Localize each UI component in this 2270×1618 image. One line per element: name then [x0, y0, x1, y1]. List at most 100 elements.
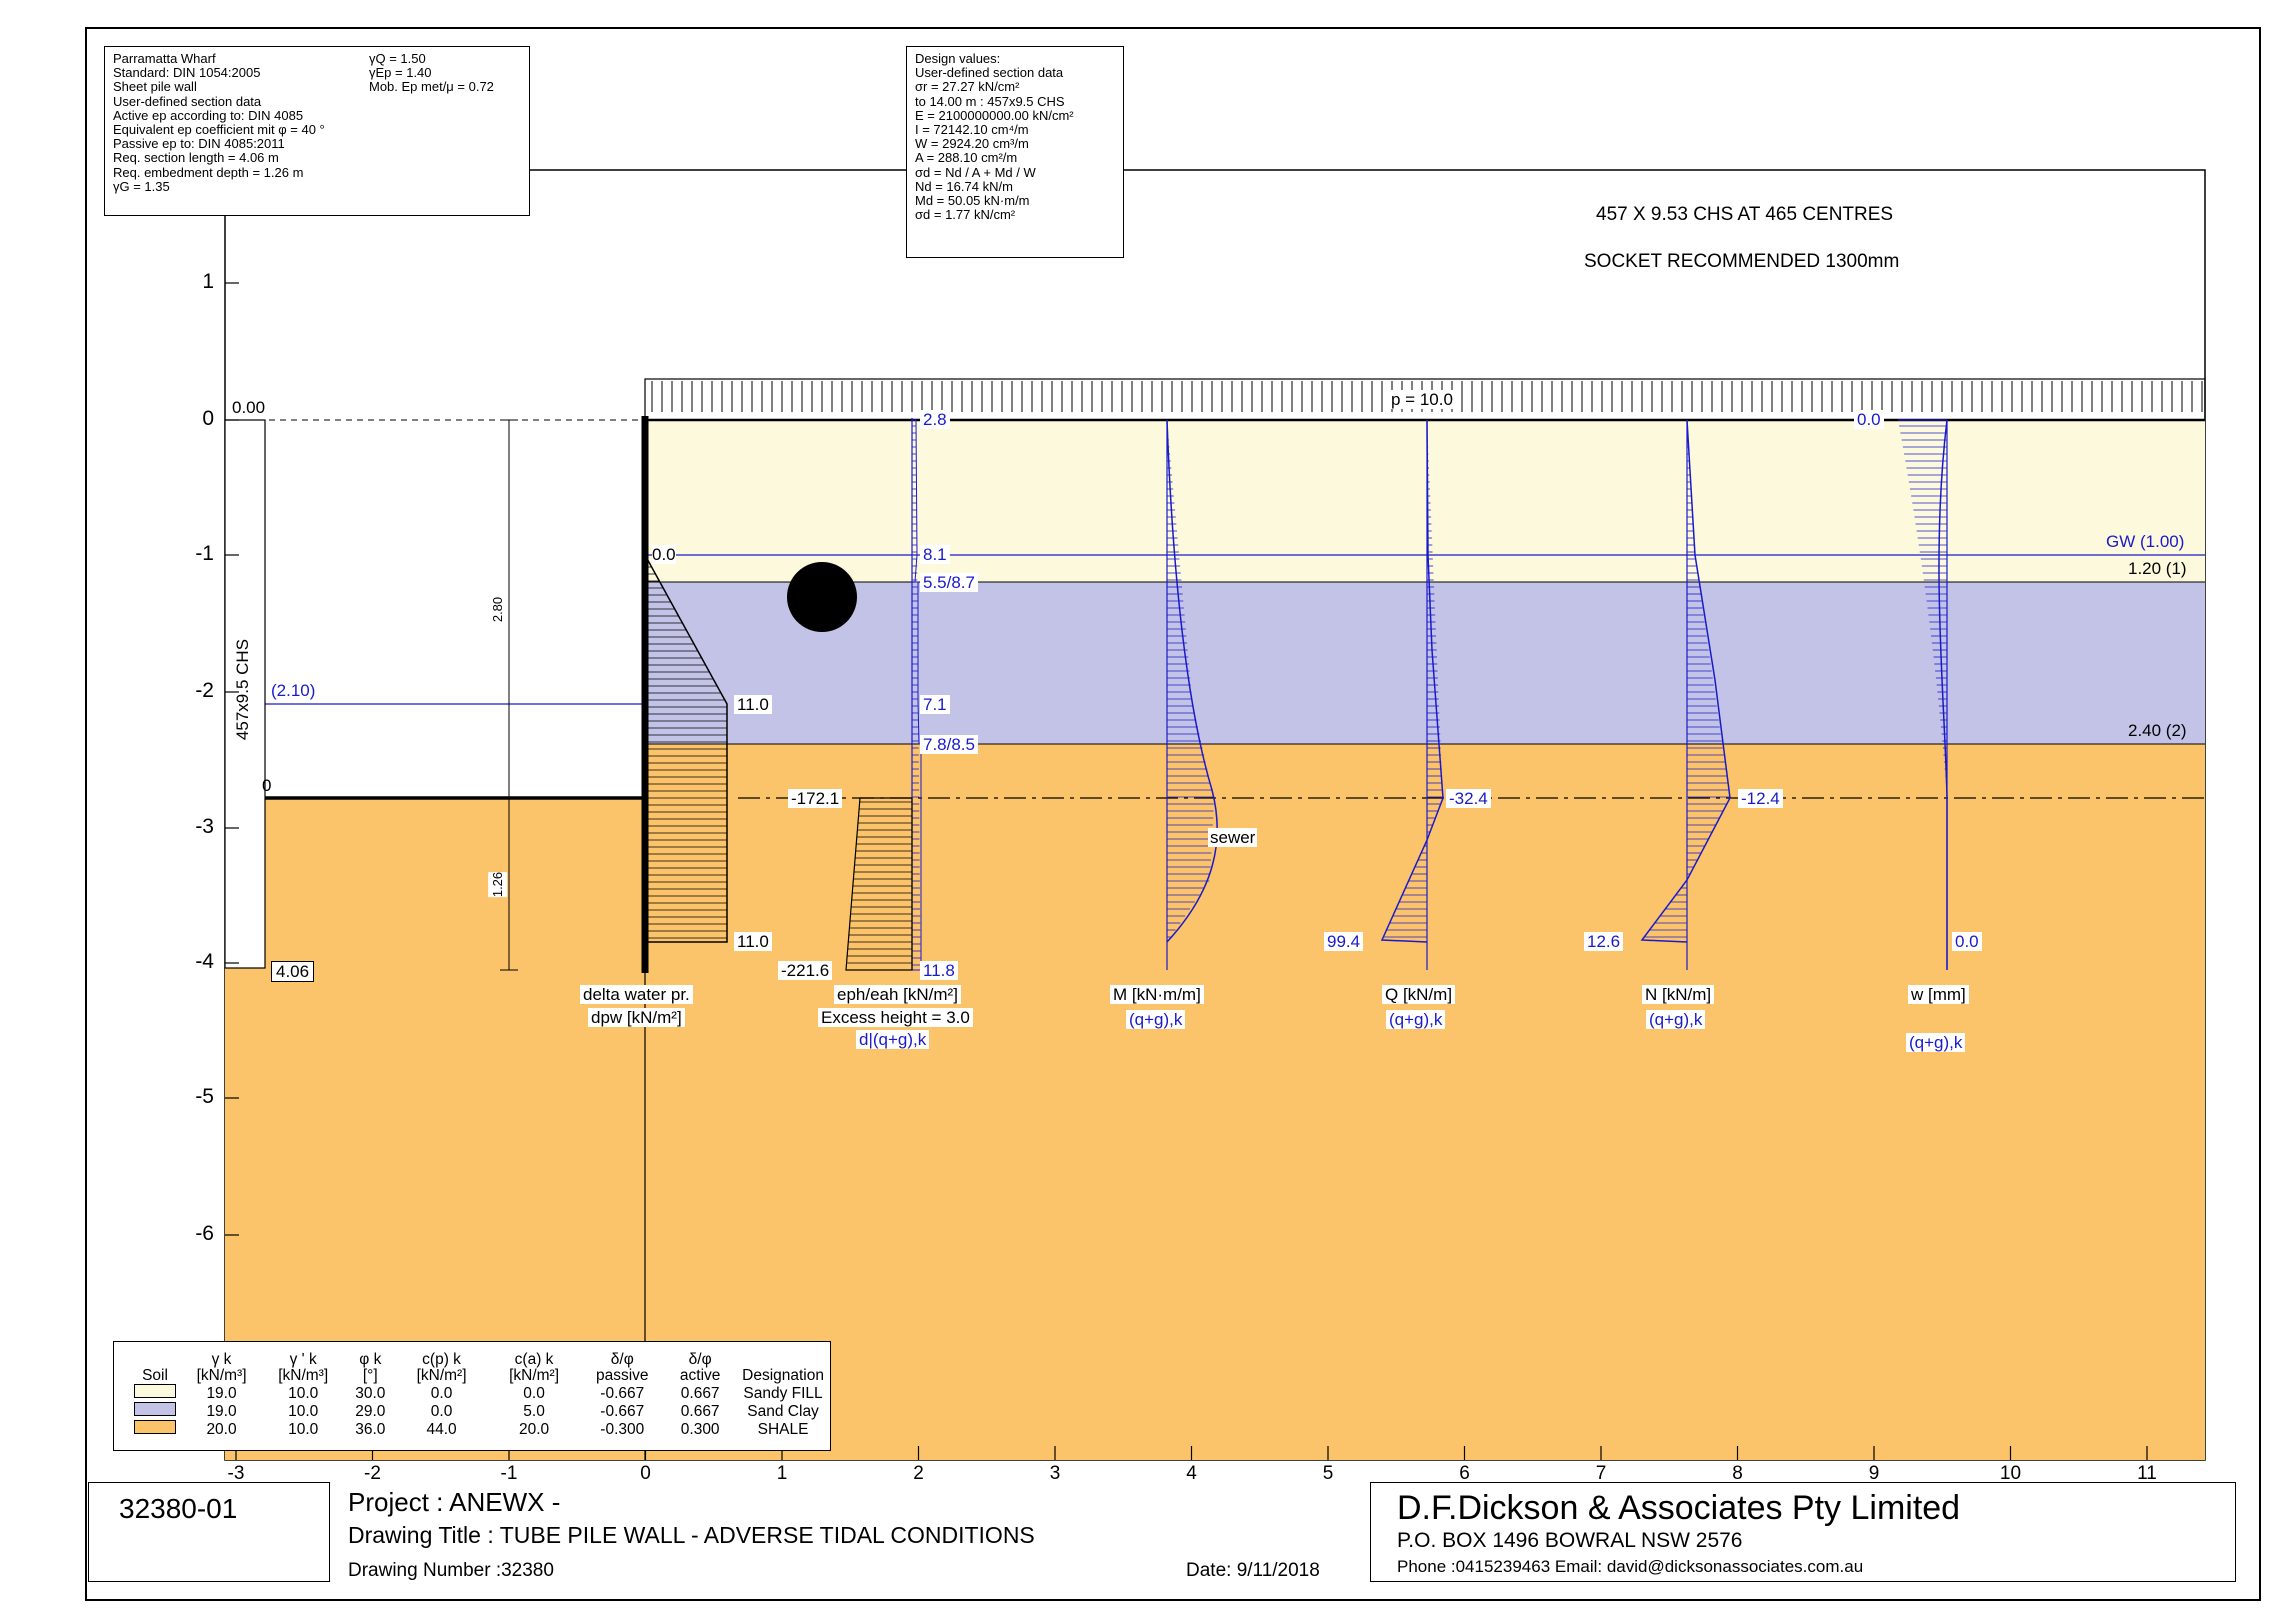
w-bot-value: 0.0 [1952, 932, 1982, 951]
ep-top-value: -172.1 [788, 789, 843, 808]
n-bot-value: 12.6 [1584, 932, 1624, 951]
y-tick-label: -6 [195, 1222, 214, 1245]
soil-cell: -0.300 [600, 1421, 645, 1438]
soil-cell: 20.0 [206, 1421, 237, 1438]
design-line: Nd = 16.74 kN/m [915, 178, 1013, 194]
y-tick-label: -1 [195, 542, 214, 565]
info-line: Equivalent ep coefficient mit φ = 40 ° [113, 122, 325, 138]
passive-pressure-diagram [845, 797, 913, 971]
x-tick-label: 8 [1732, 1463, 1743, 1484]
info-line: Parramatta Wharf [113, 51, 216, 66]
excavation-label: 0 [262, 776, 272, 795]
drawing-number: Drawing Number :32380 [348, 1560, 554, 1581]
n-exc-value: -12.4 [1738, 789, 1783, 808]
soil-cell: 44.0 [426, 1421, 457, 1438]
x-tick-label: 4 [1186, 1463, 1197, 1484]
layer-sand-clay [645, 582, 2205, 744]
design-line: E = 2100000000.00 kN/cm² [915, 107, 1074, 123]
soil-cell: Sandy FILL [743, 1385, 823, 1402]
e-top-value: 2.8 [920, 410, 950, 429]
info-line: User-defined section data [113, 93, 262, 109]
soil-cell: 0.300 [680, 1421, 720, 1438]
company-contact: Phone :0415239463 Email: david@dicksonas… [1397, 1557, 1864, 1576]
soil-header: δ/φ passive [595, 1351, 649, 1384]
soil-header: γ ' k [kN/m³] [278, 1351, 329, 1384]
x-tick-label: -3 [227, 1463, 245, 1484]
soil-cell: 0.667 [680, 1385, 720, 1402]
soil-swatch [134, 1402, 176, 1416]
n-title-2: (q+g),k [1646, 1010, 1706, 1029]
e-title-2: Excess height = 3.0 [818, 1008, 973, 1027]
q-title-2: (q+g),k [1386, 1010, 1446, 1029]
w-top-value: 0.0 [1854, 410, 1884, 429]
w-title-2: (q+g),k [1906, 1033, 1966, 1052]
soil-header: c(p) k [kN/m²] [416, 1351, 467, 1384]
dpw-title-1: delta water pr. [580, 985, 693, 1004]
n-title-1: N [kN/m] [1642, 985, 1715, 1004]
surface-load-label: p = 10.0 [1388, 390, 1456, 409]
y-tick-label: -4 [195, 950, 214, 973]
design-line: σd = 1.77 kN/cm² [915, 207, 1016, 223]
layer-shale [645, 744, 2205, 1460]
w-title-1: w [mm] [1908, 985, 1969, 1004]
e-layer1-value: 5.5/8.7 [920, 573, 978, 592]
company-address: P.O. BOX 1496 BOWRAL NSW 2576 [1397, 1529, 1743, 1552]
x-tick-label: 3 [1049, 1463, 1061, 1484]
e-layer2-value: 7.8/8.5 [920, 735, 978, 754]
x-tick-label: 10 [1999, 1463, 2022, 1484]
shear-diagram [1380, 419, 1444, 943]
deflection-diagram [1938, 419, 1948, 970]
e-bot-value: 11.8 [920, 961, 958, 980]
section-length-bar [224, 419, 266, 969]
info-line: Passive ep to: DIN 4085:2011 [113, 136, 285, 152]
drawing-date: Date: 9/11/2018 [1186, 1560, 1320, 1581]
design-line: A = 288.10 cm²/m [915, 150, 1018, 166]
soil-header: δ/φ active [679, 1351, 721, 1384]
soil-header: φ k [°] [359, 1351, 382, 1384]
y-tick-label: -2 [195, 679, 214, 702]
normal-force-diagram [1640, 419, 1731, 943]
q-title-1: Q [kN/m] [1382, 985, 1456, 1004]
design-line: Design values: [915, 51, 1001, 66]
dpw-title-2: dpw [kN/m²] [588, 1008, 685, 1027]
soil-cell: 36.0 [355, 1421, 386, 1438]
gw-right-label: GW (1.00) [2106, 532, 2185, 551]
top-level-label: 0.00 [232, 398, 266, 417]
company-box: D.F.Dickson & Associates Pty Limited P.O… [1370, 1482, 2236, 1582]
dpw-top-value: 0.0 [652, 545, 676, 564]
soil-cell: 0.667 [680, 1403, 720, 1420]
e-gw-value: 8.1 [920, 545, 950, 564]
x-tick-label: -2 [364, 1463, 381, 1484]
job-number-box: 32380-01 [88, 1482, 330, 1582]
dpw-bot-value: 11.0 [734, 932, 772, 951]
design-line: σd = Nd / A + Md / W [915, 164, 1036, 180]
q-bot-value: 99.4 [1324, 932, 1364, 951]
ep-bot-value: -221.6 [778, 961, 833, 980]
layer1-label: 1.20 (1) [2128, 559, 2187, 578]
soil-cell: 0.0 [430, 1403, 453, 1420]
soil-cell: 19.0 [206, 1385, 237, 1402]
soil-swatch [134, 1384, 176, 1398]
soil-cell: 0.0 [523, 1385, 545, 1402]
design-line: σr = 27.27 kN/cm² [915, 79, 1020, 95]
x-tick-label: 9 [1868, 1463, 1880, 1484]
m-title-1: M [kN·m/m] [1110, 985, 1204, 1004]
soil-swatch [134, 1420, 176, 1434]
surface-load [644, 378, 2206, 421]
soil-cell: -0.667 [600, 1385, 645, 1402]
e-title-1: eph/eah [kN/m²] [834, 985, 961, 1004]
soil-header: Soil [142, 1367, 168, 1384]
y-tick-label: 0 [202, 407, 214, 430]
soil-cell: SHALE [757, 1421, 809, 1438]
soil-header: Designation [742, 1367, 824, 1384]
design-line: I = 72142.10 cm⁴/m [915, 122, 1029, 138]
info-line: γG = 1.35 [113, 178, 170, 194]
soil-cell: 30.0 [355, 1385, 386, 1402]
soil-cell: 19.0 [206, 1403, 237, 1420]
x-tick-label: 5 [1322, 1463, 1334, 1484]
soil-cell: 29.0 [355, 1403, 386, 1420]
